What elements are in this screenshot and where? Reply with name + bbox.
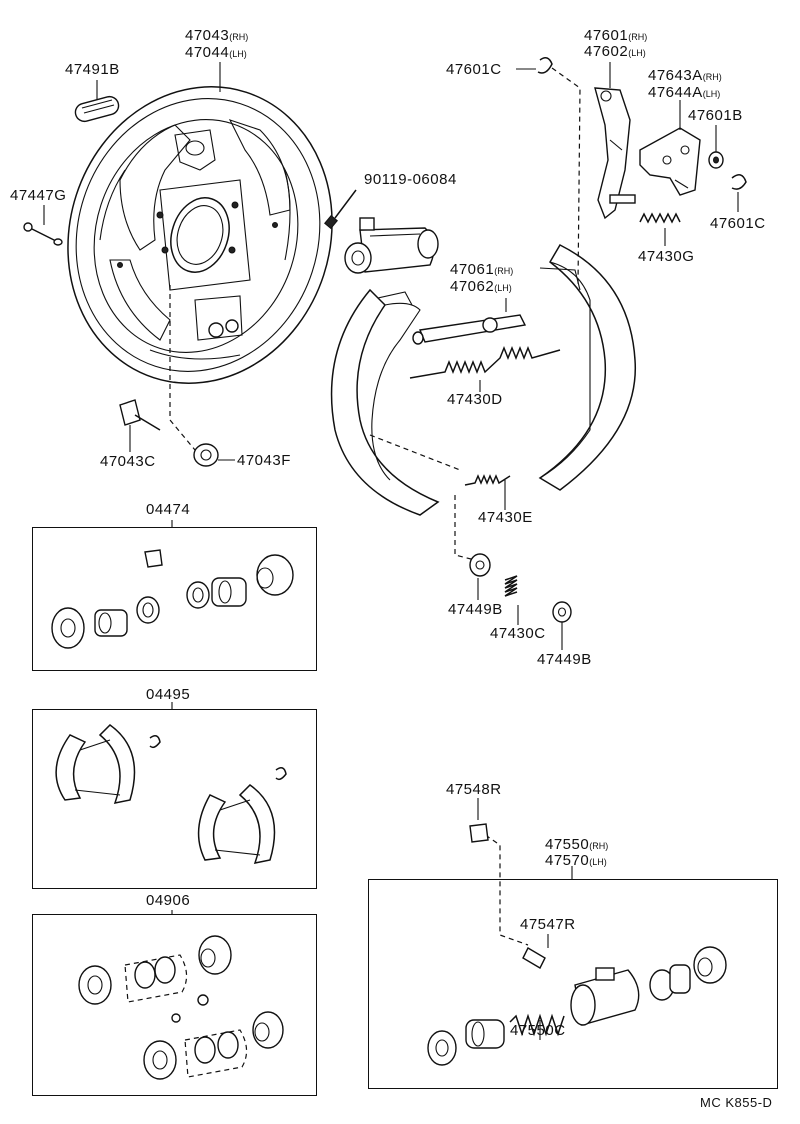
label-47044[interactable]: 47044(LH) xyxy=(185,44,247,61)
label-47601c-right[interactable]: 47601C xyxy=(710,215,766,232)
label-47570[interactable]: 47570(LH) xyxy=(545,852,607,869)
label-47430g[interactable]: 47430G xyxy=(638,248,695,265)
label-47061[interactable]: 47061(RH) xyxy=(450,261,514,278)
kit-box-47550 xyxy=(368,879,778,1089)
label-47043c[interactable]: 47043C xyxy=(100,453,156,470)
label-47430e[interactable]: 47430E xyxy=(478,509,533,526)
label-47601[interactable]: 47601(RH) xyxy=(584,27,648,44)
spring-47430e xyxy=(464,474,511,486)
hold-down-cup xyxy=(193,443,219,467)
spring-47430g xyxy=(639,212,681,224)
label-47043f[interactable]: 47043F xyxy=(237,452,291,469)
kit-04495-parts xyxy=(55,724,287,864)
label-47449b-1[interactable]: 47449B xyxy=(448,601,503,618)
label-47547r[interactable]: 47547R xyxy=(520,916,576,933)
label-47491b[interactable]: 47491B xyxy=(65,61,120,78)
label-47601b[interactable]: 47601B xyxy=(688,107,743,124)
label-47548r[interactable]: 47548R xyxy=(446,781,502,798)
spring-47430d xyxy=(409,345,561,379)
label-47550c[interactable]: 47550C xyxy=(510,1022,566,1039)
wheel-cylinder-parts xyxy=(427,823,727,1066)
cup-47449b-2 xyxy=(552,601,572,623)
footer-code: MC K855-D xyxy=(700,1095,773,1110)
backing-plate xyxy=(67,86,333,384)
label-47062[interactable]: 47062(LH) xyxy=(450,278,512,295)
kit-04474-parts xyxy=(51,549,294,649)
kit-04906-parts xyxy=(78,935,284,1080)
adjuster-bracket xyxy=(639,127,701,196)
label-04495[interactable]: 04495 xyxy=(146,686,191,703)
label-47430d[interactable]: 47430D xyxy=(447,391,503,408)
kit-box-04495 xyxy=(32,709,317,889)
kit-box-04474 xyxy=(32,527,317,671)
label-47449b-2[interactable]: 47449B xyxy=(537,651,592,668)
label-47602[interactable]: 47602(LH) xyxy=(584,43,646,60)
brake-shoe-right xyxy=(538,244,637,491)
cup-47449b-1 xyxy=(469,553,491,577)
label-47601c-top[interactable]: 47601C xyxy=(446,61,502,78)
label-47644a[interactable]: 47644A(LH) xyxy=(648,84,721,101)
label-47643a[interactable]: 47643A(RH) xyxy=(648,67,722,84)
hold-down-pin xyxy=(119,399,161,431)
bolt-47447g xyxy=(23,222,63,246)
kit-box-04906 xyxy=(32,914,317,1096)
label-04474[interactable]: 04474 xyxy=(146,501,191,518)
adjusting-strut xyxy=(412,314,527,345)
label-47447g[interactable]: 47447G xyxy=(10,187,67,204)
label-90119[interactable]: 90119-06084 xyxy=(364,171,457,188)
wheel-cylinder xyxy=(344,217,439,274)
spring-47430c xyxy=(504,575,518,597)
brake-shoe-left xyxy=(330,288,440,516)
label-47043[interactable]: 47043(RH) xyxy=(185,27,249,44)
clip-47601c-top xyxy=(537,57,553,74)
label-47430c[interactable]: 47430C xyxy=(490,625,546,642)
label-47550[interactable]: 47550(RH) xyxy=(545,836,609,853)
clip-47601c-right xyxy=(731,174,747,190)
bolt-90119 xyxy=(324,189,357,230)
label-04906[interactable]: 04906 xyxy=(146,892,191,909)
plug-47491b xyxy=(74,95,120,123)
parking-lever xyxy=(594,87,636,220)
